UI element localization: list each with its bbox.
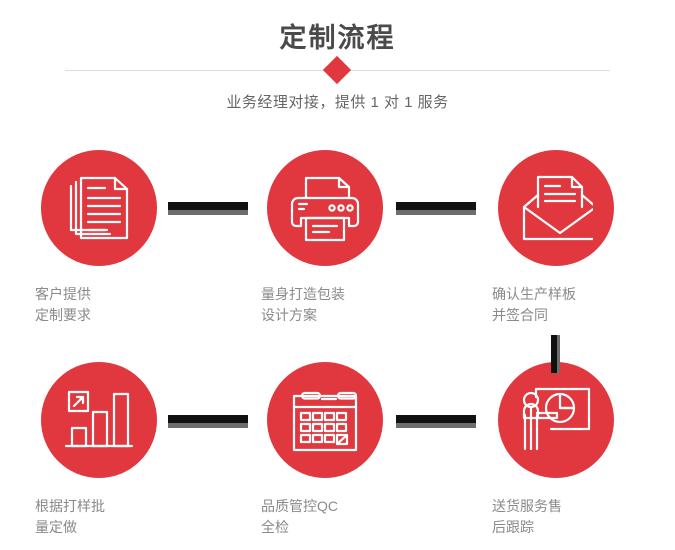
connector-shadow <box>168 210 248 215</box>
flow-step-1-circle[interactable] <box>41 150 157 266</box>
flow-step-2-label: 量身打造包装 设计方案 <box>261 286 345 323</box>
connector-step1-step2 <box>168 202 248 215</box>
envelope-document-icon <box>519 173 593 243</box>
flow-step-4[interactable]: 根据打样批 量定做 <box>9 362 189 538</box>
page-title: 定制流程 <box>279 23 396 53</box>
header: 定制流程 业务经理对接，提供 1 对 1 服务 <box>0 0 675 130</box>
flow-step-1[interactable]: 客户提供 定制要求 <box>9 150 189 326</box>
flow-step-1-label: 客户提供 定制要求 <box>35 286 91 323</box>
flow-step-5-circle[interactable] <box>267 362 383 478</box>
printer-icon <box>289 172 361 244</box>
flow-step-5[interactable]: 品质管控QC 全检 <box>235 362 415 538</box>
connector-shadow <box>557 335 560 373</box>
calendar-check-icon <box>289 385 361 455</box>
flow-step-4-circle[interactable] <box>41 362 157 478</box>
flow-step-6[interactable]: 送货服务售 后跟踪 <box>466 362 646 538</box>
flow-step-2[interactable]: 量身打造包装 设计方案 <box>235 150 415 326</box>
documents-stack-icon <box>63 172 135 244</box>
flow-step-4-label: 根据打样批 量定做 <box>35 498 105 535</box>
connector-step4-step5 <box>168 415 248 428</box>
connector-shadow <box>396 210 476 215</box>
flow-step-5-label: 品质管控QC 全检 <box>261 498 338 535</box>
connector-step2-step3 <box>396 202 476 215</box>
connector-step3-step6 <box>551 335 560 373</box>
flow-step-2-circle[interactable] <box>267 150 383 266</box>
diamond-marker-icon <box>322 55 352 85</box>
flow-step-6-label: 送货服务售 后跟踪 <box>492 498 562 535</box>
connector-bar <box>168 415 248 423</box>
connector-bar <box>396 202 476 210</box>
header-subtitle: 业务经理对接，提供 1 对 1 服务 <box>226 94 449 111</box>
flow-step-3-label: 确认生产样板 并签合同 <box>492 286 576 323</box>
presenter-chart-icon <box>519 385 593 455</box>
connector-shadow <box>396 423 476 428</box>
process-flow: 客户提供 定制要求 量身打造包装 设计方案 <box>0 130 675 550</box>
connector-bar <box>551 335 557 373</box>
flow-step-3[interactable]: 确认生产样板 并签合同 <box>466 150 646 326</box>
flow-step-6-circle[interactable] <box>498 362 614 478</box>
connector-bar <box>168 202 248 210</box>
connector-bar <box>396 415 476 423</box>
connector-shadow <box>168 423 248 428</box>
connector-step5-step6 <box>396 415 476 428</box>
flow-step-3-circle[interactable] <box>498 150 614 266</box>
bar-chart-growth-icon <box>64 386 134 454</box>
